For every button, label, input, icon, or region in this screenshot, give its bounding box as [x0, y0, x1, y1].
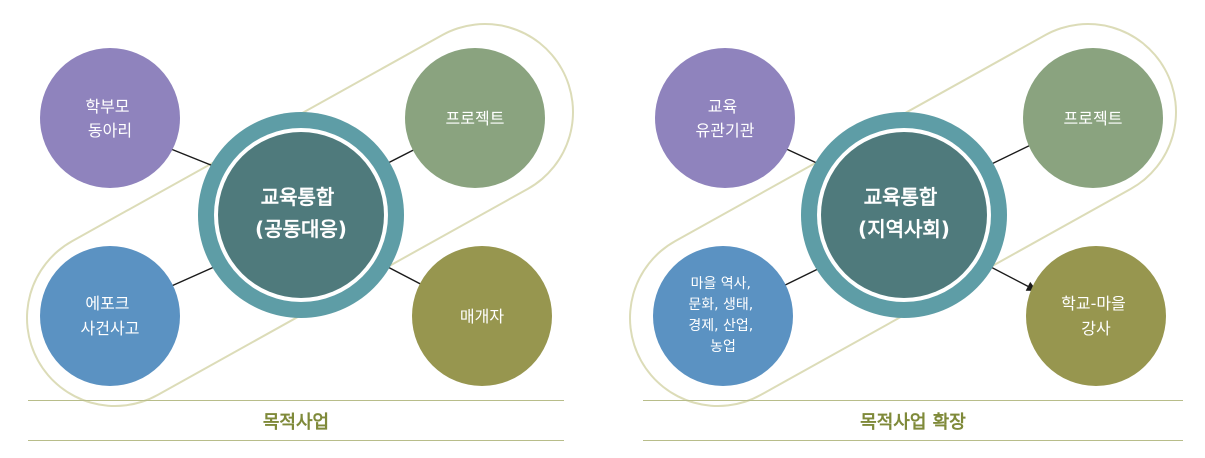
node-top-right-label: 프로젝트	[1064, 109, 1123, 128]
node-bottom-right	[412, 246, 552, 386]
node-bottom-left-label: 마을 역사, 문화, 생태, 경제, 산업, 농업	[688, 276, 757, 355]
node-top-left	[40, 48, 180, 188]
diagram-panel-right: 교육 유관기관 프로젝트 마을 역사, 문화, 생태, 경제, 산업, 농업 학…	[603, 0, 1205, 458]
diagram-panel-left: 학부모 동아리 프로젝트 에포크 사건사고 매개자 교육통합 (공동대응) 목적…	[0, 0, 602, 458]
caption-rule-bottom	[643, 440, 1183, 441]
node-bottom-right-label: 학교-마을 강사	[1061, 294, 1131, 338]
node-top-left-label: 학부모 동아리	[85, 97, 134, 140]
center-label: 교육통합 (공동대응)	[255, 185, 347, 241]
node-top-left-label: 교육 유관기관	[696, 97, 755, 140]
caption-rule-top	[643, 400, 1183, 401]
diagram-canvas: 교육 유관기관 프로젝트 마을 역사, 문화, 생태, 경제, 산업, 농업 학…	[629, 23, 1177, 407]
caption-rule-bottom	[28, 440, 564, 441]
node-bottom-right	[1026, 246, 1166, 386]
node-top-right-label: 프로젝트	[446, 109, 505, 128]
center-core	[821, 132, 987, 298]
node-bottom-right-label: 매개자	[460, 307, 504, 326]
diagram-caption: 목적사업 확장	[860, 412, 966, 433]
diagram-canvas: 학부모 동아리 프로젝트 에포크 사건사고 매개자 교육통합 (공동대응)	[26, 23, 574, 407]
diagram-caption: 목적사업	[262, 412, 330, 433]
node-top-right	[405, 48, 545, 188]
node-top-left	[655, 48, 795, 188]
node-bottom-left-label: 에포크 사건사고	[81, 294, 140, 338]
center-core	[218, 132, 384, 298]
caption-rule-top	[28, 400, 564, 401]
node-top-right	[1023, 48, 1163, 188]
node-bottom-left	[40, 246, 180, 386]
center-label: 교육통합 (지역사회)	[858, 185, 950, 241]
node-bottom-left	[653, 246, 793, 386]
